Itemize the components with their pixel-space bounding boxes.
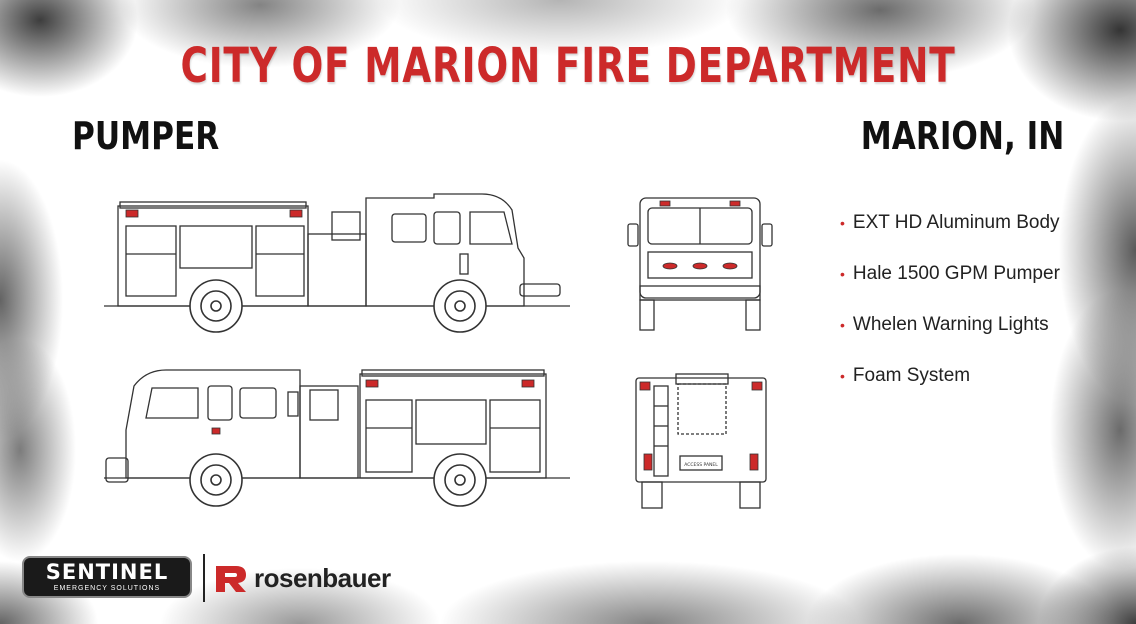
feature-item: • Foam System — [840, 365, 1060, 416]
sentinel-logo-name: SENTINEL — [45, 560, 169, 584]
feature-text: Whelen Warning Lights — [852, 314, 1049, 335]
feature-item: • EXT HD Aluminum Body — [840, 212, 1060, 263]
logo-divider — [203, 554, 205, 602]
bullet-icon: • — [840, 266, 845, 282]
rosenbauer-logo: rosenbauer — [212, 563, 391, 594]
feature-list: • EXT HD Aluminum Body • Hale 1500 GPM Pum… — [840, 212, 1060, 416]
rosenbauer-mark-icon — [216, 565, 246, 592]
truck-front-view — [627, 197, 773, 331]
sentinel-logo-tagline: EMERGENCY SOLUTIONS — [53, 585, 161, 592]
bullet-icon: • — [840, 317, 845, 333]
truck-rear-view: ACCESS PANEL — [635, 373, 767, 509]
feature-text: Hale 1500 GPM Pumper — [852, 263, 1060, 284]
sentinel-logo: SENTINEL EMERGENCY SOLUTIONS — [22, 556, 192, 598]
truck-officer-side-view — [104, 369, 570, 507]
page-title: CITY OF MARION FIRE DEPARTMENT — [180, 38, 956, 94]
feature-text: Foam System — [852, 365, 971, 386]
feature-text: EXT HD Aluminum Body — [852, 212, 1060, 233]
rear-access-plate: ACCESS PANEL — [684, 462, 718, 468]
location-label: MARION, IN — [860, 114, 1064, 158]
feature-item: • Whelen Warning Lights — [840, 314, 1060, 365]
apparatus-type-label: PUMPER — [72, 114, 220, 158]
rosenbauer-logo-name: rosenbauer — [254, 563, 391, 593]
bullet-icon: • — [840, 368, 845, 384]
truck-driver-side-view — [104, 193, 570, 333]
bullet-icon: • — [840, 215, 845, 231]
feature-item: • Hale 1500 GPM Pumper — [840, 263, 1060, 314]
